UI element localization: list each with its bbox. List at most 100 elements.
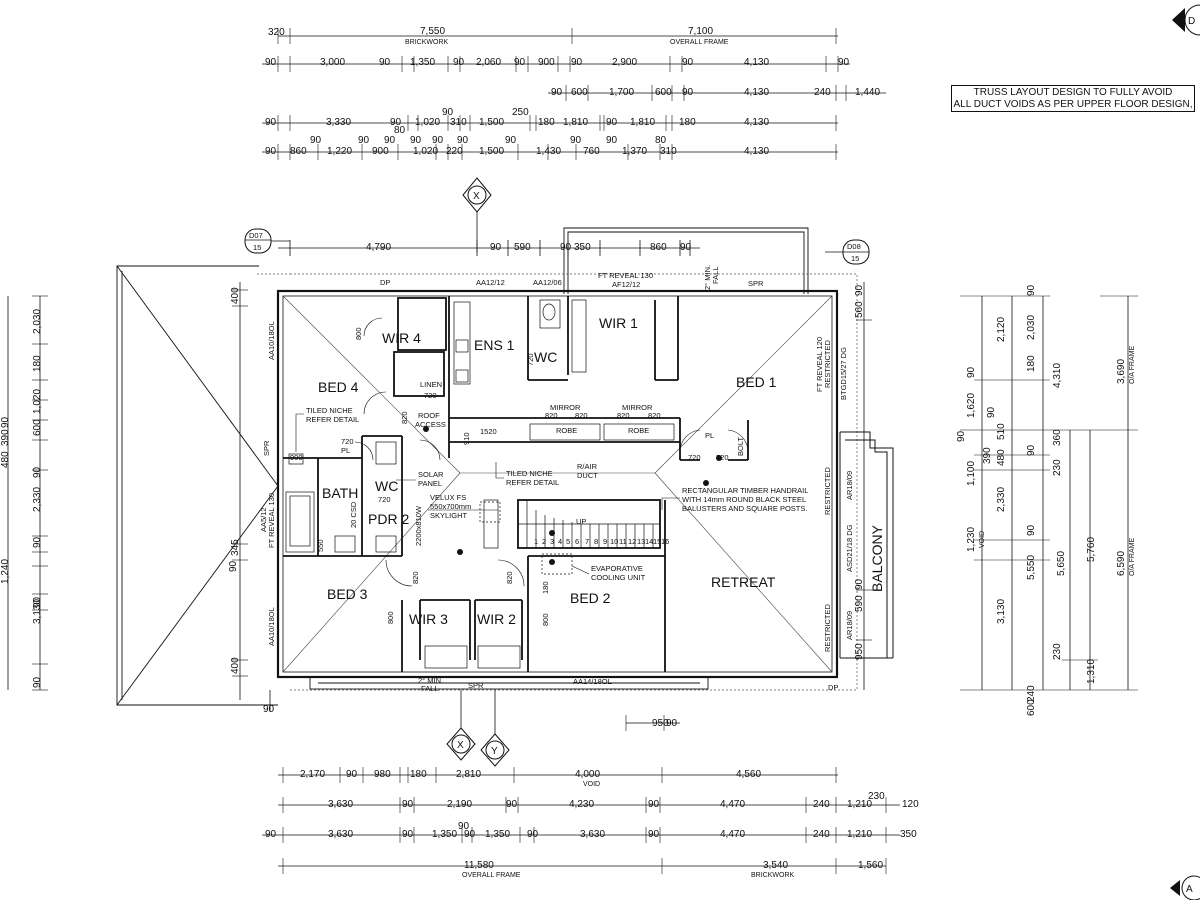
dim-label: 90 bbox=[263, 704, 275, 715]
left-dimension-text: 400 2,030 180 1,020 600 390 480 90 2,330… bbox=[0, 287, 275, 715]
stair-numbers: 1 2 3 4 5 6 7 8 9 10 11 12 13 14 15 16 bbox=[534, 537, 669, 546]
note-dim: 820 bbox=[617, 411, 630, 420]
dim-label: 230 bbox=[868, 791, 885, 802]
dim-label: 90 bbox=[310, 135, 322, 146]
dim-label: 590 bbox=[514, 242, 531, 253]
dim-label: 4,130 bbox=[744, 57, 769, 68]
note-dim: 1520 bbox=[480, 427, 497, 436]
note-solar: SOLAR bbox=[418, 470, 444, 479]
dim-label: 4,230 bbox=[569, 799, 594, 810]
stair-step: 13 bbox=[637, 537, 645, 546]
dim-label: 400 bbox=[230, 657, 241, 674]
dim-label: 230 bbox=[1052, 459, 1063, 476]
note-reveal: FT REVEAL 130 bbox=[267, 493, 276, 548]
dim-label: 240 bbox=[1026, 685, 1037, 702]
note-fall: FALL bbox=[421, 684, 439, 693]
note-dim: 720 bbox=[688, 453, 701, 462]
dim-label: 1,210 bbox=[847, 799, 872, 810]
note-dim: 820 bbox=[411, 571, 420, 584]
dim-label: 600 bbox=[655, 87, 672, 98]
note-opening: 20 CSD bbox=[349, 501, 358, 528]
room-retreat: RETREAT bbox=[711, 574, 776, 590]
note-restricted: RESTRICTED bbox=[823, 466, 832, 515]
dim-label: 90 bbox=[379, 57, 391, 68]
detail-marker-d07: D07 15 bbox=[244, 228, 290, 254]
dim-label: 600 bbox=[32, 419, 43, 436]
dim-label: 980 bbox=[374, 769, 391, 780]
note-dp: DP bbox=[828, 683, 838, 692]
stair-step: 2 bbox=[542, 537, 546, 546]
note-roof-access: ROOF bbox=[418, 411, 440, 420]
dim-label: 90 bbox=[648, 829, 660, 840]
dim-label: 180 bbox=[679, 117, 696, 128]
note-roof-access: ACCESS bbox=[415, 420, 446, 429]
room-pdr2: PDR 2 bbox=[368, 511, 409, 527]
bottom-dimension-lines bbox=[262, 715, 900, 874]
stair-step: 5 bbox=[566, 537, 570, 546]
note-dim: 720 bbox=[526, 353, 535, 366]
truss-layout-note: TRUSS LAYOUT DESIGN TO FULLY AVOID ALL D… bbox=[951, 85, 1195, 112]
dim-label: 90 bbox=[648, 799, 660, 810]
dim-label: 1,560 bbox=[858, 860, 883, 871]
building-inner-frame bbox=[282, 295, 833, 673]
dim-label: 2,810 bbox=[456, 769, 481, 780]
note-mirror: MIRROR bbox=[550, 403, 581, 412]
note-spr: SPR bbox=[748, 279, 764, 288]
note-solar: PANEL bbox=[418, 479, 442, 488]
dim-label: 90 bbox=[0, 416, 11, 428]
note-fall: 2° MIN. bbox=[703, 265, 712, 290]
note-evaporative: COOLING UNIT bbox=[591, 573, 646, 582]
dim-label: 90 bbox=[265, 117, 277, 128]
section-marker-y-bottom: Y bbox=[480, 690, 510, 767]
dim-label: 1,500 bbox=[479, 146, 504, 157]
room-bed3: BED 3 bbox=[327, 586, 368, 602]
dim-label: 90 bbox=[682, 87, 694, 98]
dim-label: 90 bbox=[966, 366, 977, 378]
dim-label: 6,590 bbox=[1116, 551, 1127, 576]
dim-label: 900 bbox=[372, 146, 389, 157]
dim-label: 4,130 bbox=[744, 87, 769, 98]
bottom-gutter bbox=[309, 676, 709, 690]
dim-label: 1,700 bbox=[609, 87, 634, 98]
dim-label: 900 bbox=[538, 57, 555, 68]
stair-step: 1 bbox=[534, 537, 538, 546]
dim-label: 1,020 bbox=[415, 117, 440, 128]
dim-label: 510 bbox=[996, 423, 1007, 440]
dim-label: 90 bbox=[390, 117, 402, 128]
note-robe: ROBE bbox=[628, 426, 649, 435]
dim-label: 80 bbox=[394, 125, 406, 136]
right-dimension-lines bbox=[856, 282, 1138, 691]
dim-label: 90 bbox=[453, 57, 465, 68]
section-marker-x-top: X bbox=[462, 177, 492, 252]
dim-sublabel: VOID bbox=[583, 781, 600, 788]
dim-label: 90 bbox=[346, 769, 358, 780]
truss-note-line2: ALL DUCT VOIDS AS PER UPPER FLOOR DESIGN… bbox=[953, 99, 1193, 110]
stair-step: 14 bbox=[645, 537, 653, 546]
note-dim: 550 bbox=[316, 539, 325, 552]
right-dimension-text: 90 2,030 2,120 180 4,310 90 1,620 90 510… bbox=[854, 284, 1136, 716]
dim-label: 1,100 bbox=[966, 461, 977, 486]
dim-label: 90 bbox=[571, 57, 583, 68]
top-dimension-text: 320 7,550 7,100 BRICKWORK OVERALL FRAME … bbox=[265, 26, 880, 157]
dim-label: 90 bbox=[506, 799, 518, 810]
dim-label: 360 bbox=[1052, 429, 1063, 446]
dim-label: 4,000 bbox=[575, 769, 600, 780]
dim-label: 860 bbox=[290, 146, 307, 157]
note-reveal: FT REVEAL 120 bbox=[815, 337, 824, 392]
dim-label: 2,060 bbox=[476, 57, 501, 68]
note-dim: 800 bbox=[354, 327, 363, 340]
annotation-labels: TILED NICHE REFER DETAIL TILED NICHE REF… bbox=[259, 265, 854, 693]
dim-label: 1,230 bbox=[966, 527, 977, 552]
note-restricted: RESTRICTED bbox=[823, 603, 832, 652]
dim-label: 120 bbox=[902, 799, 919, 810]
dim-label: 1,350 bbox=[485, 829, 510, 840]
dim-label: 480 bbox=[996, 449, 1007, 466]
dim-label: 5,760 bbox=[1086, 537, 1097, 562]
dim-label: 90 bbox=[265, 829, 277, 840]
dim-sublabel: O/A FRAME bbox=[1129, 346, 1136, 384]
truss-note-line1: TRUSS LAYOUT DESIGN TO FULLY AVOID bbox=[973, 87, 1173, 98]
dashed-outline bbox=[257, 273, 858, 691]
stair-treads bbox=[518, 500, 660, 548]
note-dim: 720 bbox=[716, 453, 729, 462]
dim-sublabel: BRICKWORK bbox=[405, 39, 449, 46]
